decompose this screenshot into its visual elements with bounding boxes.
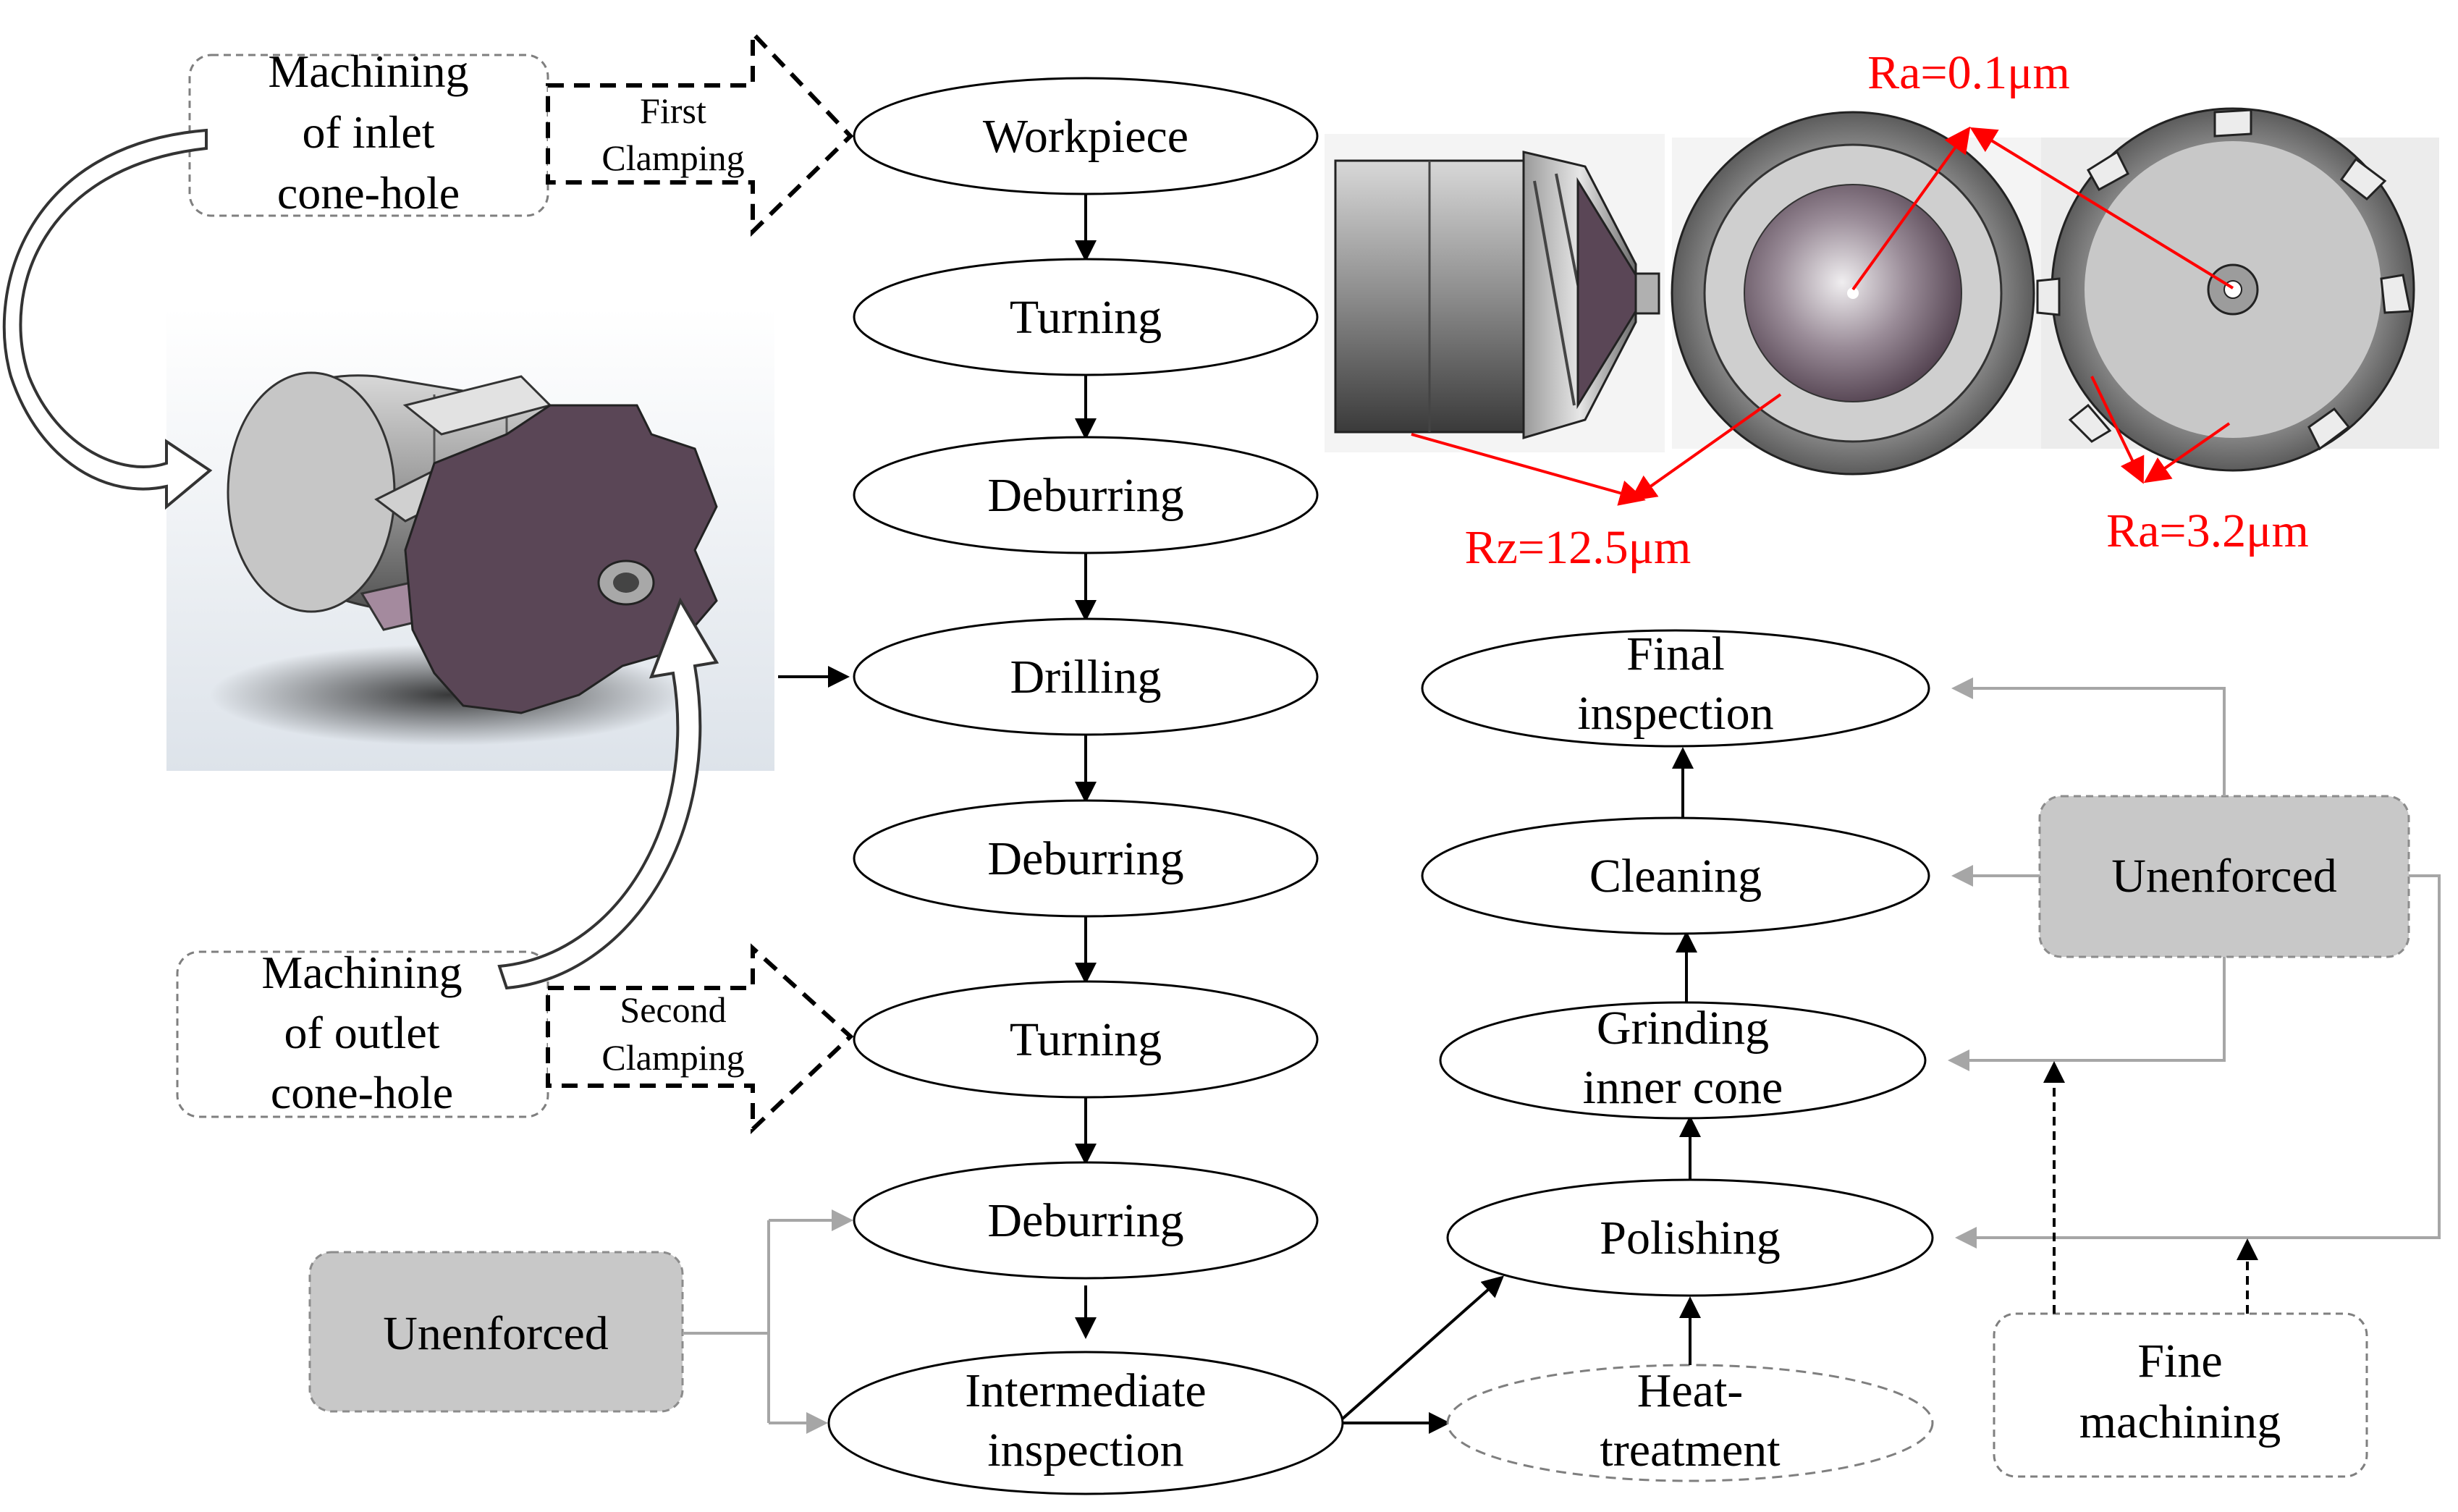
- second-clamping-line-2: Clamping: [601, 1037, 744, 1078]
- node-cleaning: Cleaning: [1421, 816, 1930, 935]
- inlet-line-2: of inlet: [302, 106, 434, 158]
- unenforced-left-label: Unenforced: [383, 1307, 609, 1360]
- node-turning-1: Turning: [853, 258, 1319, 376]
- deburring-3-label: Deburring: [987, 1194, 1183, 1247]
- cleaning-label: Cleaning: [1589, 850, 1762, 903]
- machining-inlet-box: Machining of inlet cone-hole: [188, 46, 549, 219]
- node-deburring-3: Deburring: [853, 1161, 1319, 1280]
- part-view-outlet: [2036, 107, 2439, 472]
- unenforced-left-box: Unenforced: [308, 1251, 684, 1413]
- arrow-to-polishing: [1341, 1275, 1504, 1420]
- workpiece-label: Workpiece: [983, 110, 1188, 163]
- node-turning-2: Turning: [853, 980, 1319, 1099]
- curved-arrow-inlet: [2, 128, 213, 510]
- node-deburring-2: Deburring: [853, 799, 1319, 918]
- part-view-side: [1325, 134, 1665, 452]
- turning-2-label: Turning: [1010, 1013, 1162, 1066]
- node-grinding-inner-cone: Grinding inner cone: [1439, 1001, 1927, 1120]
- fine-line-2: machining: [2079, 1395, 2281, 1448]
- fine-machining-connectors: [2043, 1061, 2258, 1314]
- heat-line-2: treatment: [1600, 1424, 1780, 1477]
- first-clamping-line-1: First: [640, 90, 706, 131]
- fine-line-1: Fine: [2137, 1335, 2222, 1388]
- inlet-line-1: Machining: [268, 46, 468, 97]
- outlet-line-3: cone-hole: [271, 1067, 453, 1118]
- intermediate-line-2: inspection: [987, 1424, 1183, 1477]
- turning-1-label: Turning: [1010, 291, 1162, 344]
- intermediate-line-1: Intermediate: [965, 1364, 1206, 1417]
- unenforced-left-connectors: [683, 1209, 853, 1434]
- inlet-line-3: cone-hole: [277, 167, 460, 219]
- part-3d-render: [166, 308, 774, 771]
- node-polishing: Polishing: [1446, 1178, 1934, 1297]
- final-line-2: inspection: [1577, 687, 1773, 740]
- part-view-inlet: [1671, 111, 2041, 476]
- unenforced-right-label: Unenforced: [2111, 850, 2337, 903]
- grinding-line-2: inner cone: [1583, 1061, 1783, 1114]
- first-clamping-arrow: First Clamping: [546, 28, 854, 237]
- final-line-1: Final: [1626, 628, 1725, 680]
- deburring-2-label: Deburring: [987, 832, 1183, 885]
- machining-outlet-box: Machining of outlet cone-hole: [176, 947, 549, 1118]
- label-rz-12-5: Rz=12.5μm: [1465, 521, 1692, 574]
- first-clamping-line-2: Clamping: [601, 138, 744, 178]
- second-clamping-arrow: Second Clamping: [546, 943, 854, 1134]
- outlet-line-2: of outlet: [284, 1007, 439, 1058]
- polishing-label: Polishing: [1600, 1212, 1780, 1264]
- unenforced-right-box: Unenforced: [2038, 795, 2410, 958]
- node-deburring-1: Deburring: [853, 436, 1319, 554]
- heat-line-1: Heat-: [1637, 1364, 1744, 1417]
- node-drilling: Drilling: [853, 617, 1319, 736]
- node-heat-treatment: Heat- treatment: [1446, 1364, 1934, 1482]
- deburring-1-label: Deburring: [987, 469, 1183, 522]
- second-clamping-line-1: Second: [620, 989, 726, 1030]
- fine-machining-box: Fine machining: [1993, 1312, 2368, 1478]
- node-final-inspection: Final inspection: [1421, 628, 1930, 748]
- label-ra-0-1: Ra=0.1μm: [1867, 46, 2070, 99]
- unenforced-right-connectors: [1948, 677, 2441, 1249]
- node-intermediate-inspection: Intermediate inspection: [827, 1351, 1344, 1495]
- outlet-line-1: Machining: [261, 947, 462, 998]
- drilling-label: Drilling: [1010, 651, 1162, 704]
- label-ra-3-2: Ra=3.2μm: [2106, 504, 2309, 557]
- grinding-line-1: Grinding: [1597, 1002, 1769, 1055]
- node-workpiece: Workpiece: [853, 77, 1319, 195]
- roughness-annotations: [1411, 126, 2234, 506]
- curved-arrow-outlet: [497, 597, 719, 990]
